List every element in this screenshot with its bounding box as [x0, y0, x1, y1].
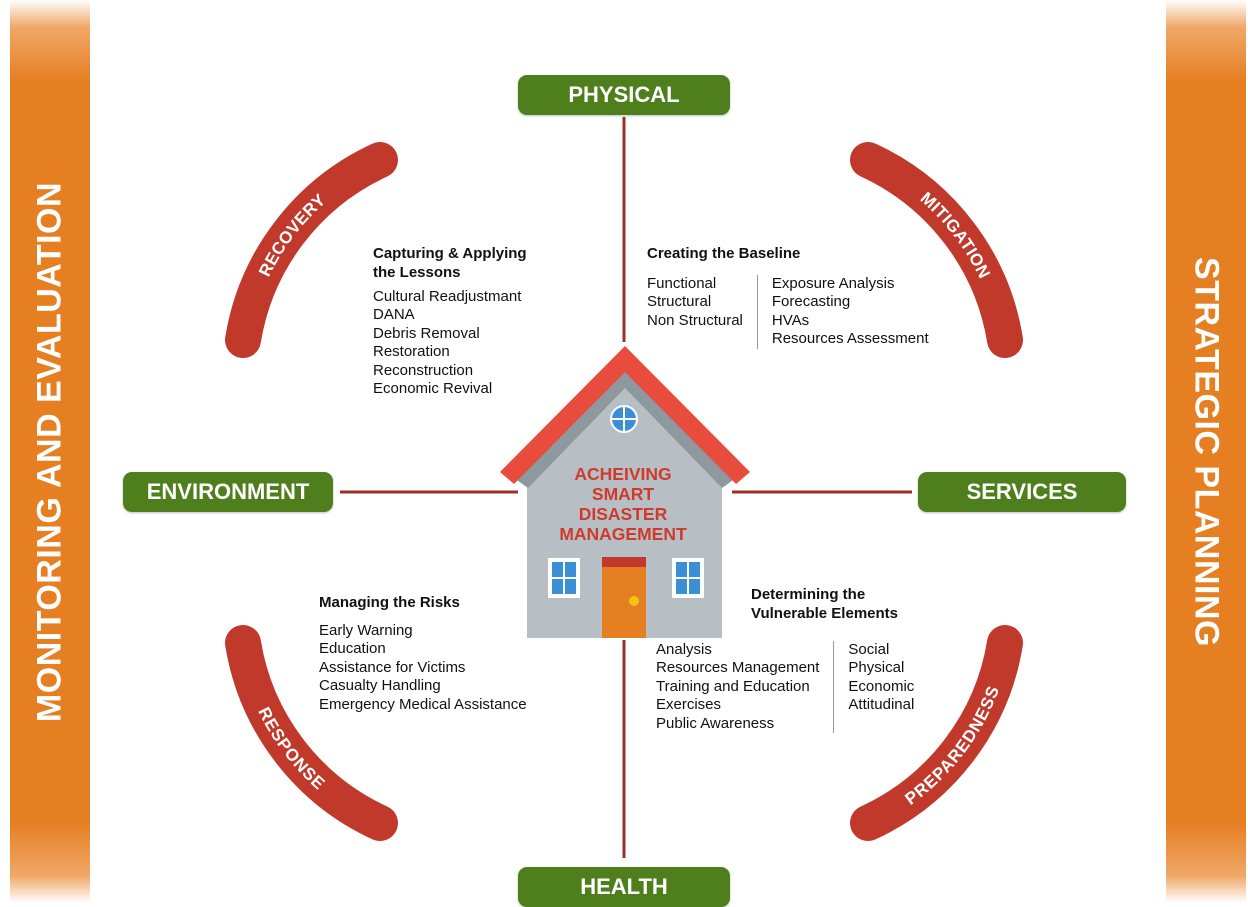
baseline-block: Creating the Baseline Functional Structu… — [647, 244, 977, 349]
list-item: Emergency Medical Assistance — [319, 695, 527, 713]
center-title-line: DISASTER — [578, 504, 668, 524]
vulnerable-block-title: Determining the Vulnerable Elements — [751, 585, 956, 623]
title-line: Capturing & Applying — [373, 245, 527, 262]
vulnerable-columns: Analysis Resources Management Training a… — [656, 641, 956, 734]
list-item: Exposure Analysis — [771, 275, 895, 292]
list-item: Resources Management — [656, 659, 820, 677]
door-icon — [602, 557, 646, 638]
baseline-block-title: Creating the Baseline — [647, 245, 801, 262]
list-item: Forecasting — [771, 293, 851, 311]
list-item: Casualty Handling — [319, 677, 441, 695]
response-block: Managing the Risks Early Warning Educati… — [319, 593, 569, 714]
list-item: Non Structural — [647, 311, 743, 329]
list-item: Analysis — [656, 641, 712, 658]
baseline-columns: Functional Structural Non Structural Exp… — [647, 275, 977, 349]
list-item: Physical — [848, 659, 905, 677]
recovery-item-list: Cultural Readjustmant DANA Debris Remova… — [373, 288, 593, 398]
list-item: Restoration — [373, 343, 450, 361]
list-item: Assistance for Victims — [319, 658, 466, 676]
house-roof — [500, 346, 750, 484]
list-item: Early Warning — [319, 622, 413, 639]
list-item: Training and Education — [656, 677, 810, 695]
services-label: SERVICES — [918, 472, 1126, 512]
round-window-icon — [610, 405, 638, 433]
recovery-block: Capturing & Applying the Lessons Cultura… — [373, 244, 593, 398]
response-block-title: Managing the Risks — [319, 594, 460, 611]
vulnerable-left-list: Analysis Resources Management Training a… — [656, 641, 833, 733]
house-roof-shadow — [514, 366, 736, 488]
health-label: HEALTH — [518, 867, 730, 907]
title-line: Vulnerable Elements — [751, 605, 898, 622]
vulnerable-right-list: Social Physical Economic Attitudinal — [833, 641, 915, 734]
center-title-line: ACHEIVING — [574, 464, 672, 484]
list-item: HVAs — [771, 311, 810, 329]
list-item: Resources Assessment — [771, 330, 929, 348]
title-line: Determining the — [751, 586, 866, 603]
house-illustration — [500, 346, 750, 638]
list-item: Social — [848, 641, 890, 658]
baseline-left-list: Functional Structural Non Structural — [647, 275, 757, 349]
right-window-icon — [672, 558, 704, 598]
baseline-right-list: Exposure Analysis Forecasting HVAs Resou… — [756, 275, 929, 349]
list-item: Economic Revival — [373, 380, 493, 398]
list-item: Attitudinal — [848, 696, 915, 714]
list-item: Functional — [647, 275, 717, 292]
monitoring-evaluation-bar: MONITORING AND EVALUATION — [10, 0, 90, 903]
list-item: Economic — [848, 677, 915, 695]
list-item: Structural — [647, 293, 712, 311]
list-item: Debris Removal — [373, 324, 480, 342]
physical-label: PHYSICAL — [518, 75, 730, 115]
center-title-line: MANAGEMENT — [559, 524, 687, 544]
list-item: Education — [319, 640, 386, 658]
recovery-arc — [243, 160, 380, 340]
center-title-line: SMART — [591, 484, 655, 504]
list-item: Public Awareness — [656, 714, 775, 732]
environment-label: ENVIRONMENT — [123, 472, 333, 512]
response-item-list: Early Warning Education Assistance for V… — [319, 622, 569, 714]
vulnerable-block: Determining the Vulnerable Elements Anal… — [656, 585, 956, 734]
list-item: Reconstruction — [373, 361, 474, 379]
list-item: Cultural Readjustmant — [373, 288, 522, 305]
center-title: ACHEIVING SMART DISASTER MANAGEMENT — [527, 464, 719, 544]
left-window-icon — [548, 558, 580, 598]
list-item: DANA — [373, 306, 415, 324]
strategic-planning-bar: STRATEGIC PLANNING — [1166, 0, 1246, 903]
list-item: Exercises — [656, 696, 722, 714]
title-line: the Lessons — [373, 264, 461, 281]
recovery-block-title: Capturing & Applying the Lessons — [373, 244, 593, 282]
